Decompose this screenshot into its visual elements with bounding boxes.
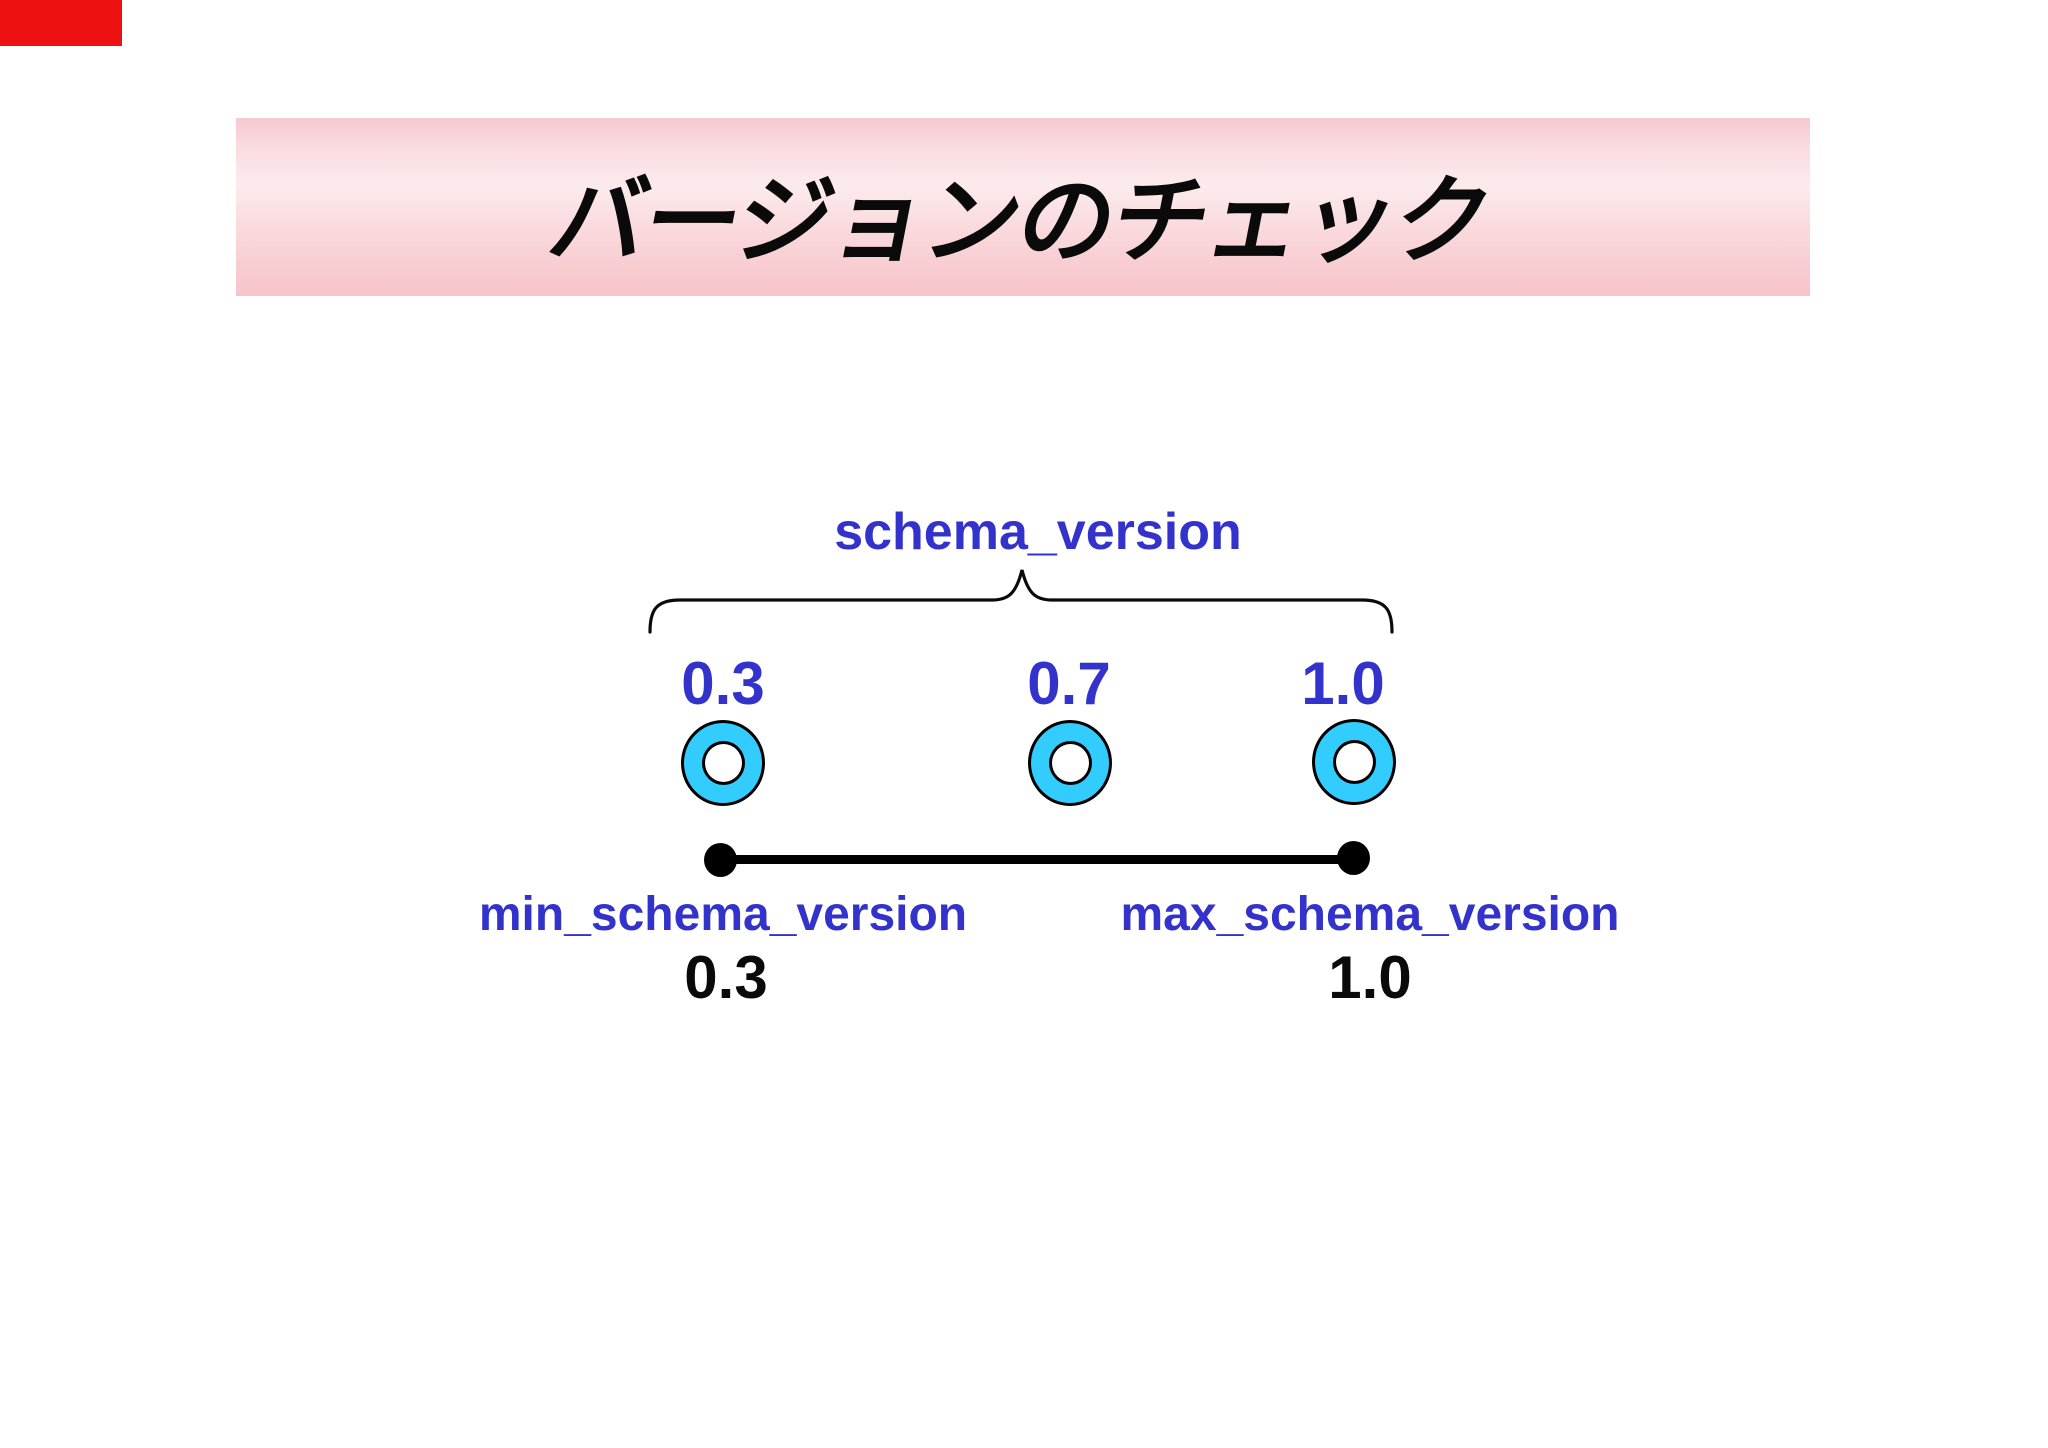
version-range-line — [721, 855, 1354, 864]
red-marker — [0, 0, 122, 46]
version-number-0.7: 0.7 — [1027, 650, 1111, 717]
version-ring-hole — [1332, 740, 1376, 784]
version-ring-hole — [701, 741, 745, 785]
max-schema-version-value: 1.0 — [1328, 944, 1412, 1011]
schema-version-label: schema_version — [834, 503, 1242, 561]
curly-brace-path — [648, 569, 1394, 634]
min-schema-version-label: min_schema_version — [478, 888, 968, 941]
version-ring-0.3 — [681, 720, 765, 806]
max-schema-version-label: max_schema_version — [1120, 888, 1620, 941]
range-endpoint-max-dot — [1337, 841, 1370, 875]
curly-brace — [648, 569, 1394, 634]
version-ring-1.0 — [1312, 719, 1396, 805]
version-number-1.0: 1.0 — [1301, 650, 1385, 717]
version-ring-hole — [1048, 741, 1092, 785]
min-schema-version-value: 0.3 — [684, 944, 768, 1011]
slide-title: バージョンのチェック — [540, 167, 1500, 275]
version-ring-0.7 — [1028, 720, 1112, 806]
range-endpoint-min-dot — [704, 843, 737, 877]
version-number-0.3: 0.3 — [681, 650, 765, 717]
title-banner: バージョンのチェック — [236, 118, 1810, 296]
